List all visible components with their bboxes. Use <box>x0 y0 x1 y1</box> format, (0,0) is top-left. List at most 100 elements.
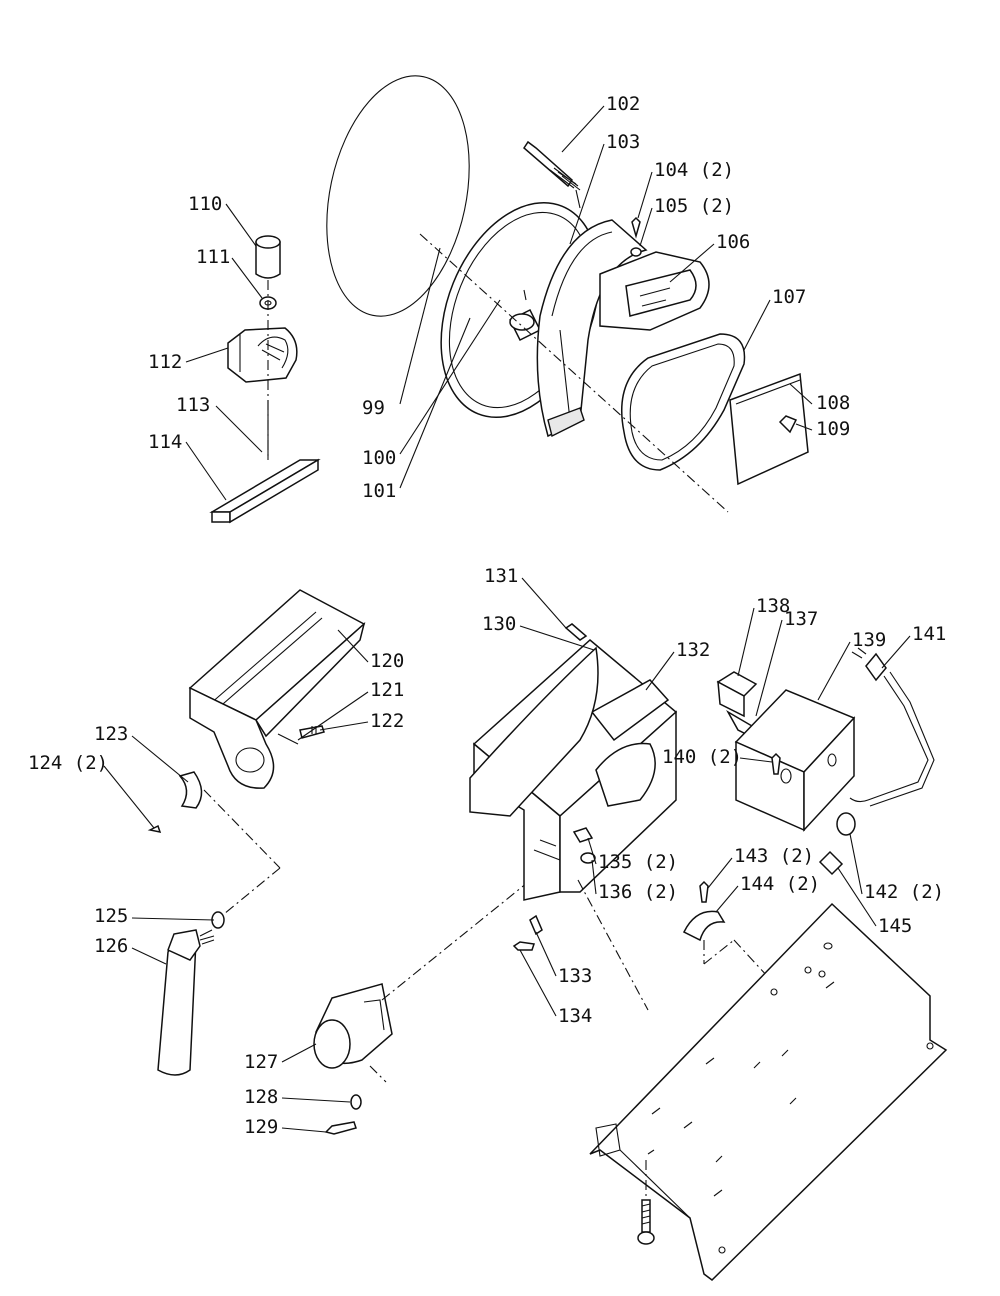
leader-line <box>215 405 263 453</box>
callout-text: 130 <box>482 613 516 635</box>
leader-line <box>185 347 229 363</box>
leader-line <box>131 735 189 783</box>
callout-134: 134 <box>519 949 592 1027</box>
miter-bar-114 <box>209 458 321 524</box>
leader-line <box>281 1097 351 1103</box>
wing-nut-109 <box>778 415 798 434</box>
callout-text: 103 <box>606 131 640 153</box>
callout-125: 125 <box>94 905 215 927</box>
leader-line <box>535 931 557 977</box>
washer-105 <box>630 247 642 257</box>
leader-line <box>737 607 755 677</box>
screw-124 <box>147 824 162 833</box>
callout-131: 131 <box>484 565 567 629</box>
callout-text: 129 <box>244 1116 278 1138</box>
callout-111: 111 <box>196 246 263 299</box>
leader-line <box>881 635 911 669</box>
callout-text: 142 (2) <box>864 881 944 903</box>
nut-135 <box>572 827 594 843</box>
callout-text: 109 <box>816 418 850 440</box>
leader-line <box>297 691 369 741</box>
callout-text: 110 <box>188 193 222 215</box>
callout-123: 123 <box>94 723 189 783</box>
leader-line <box>587 837 597 865</box>
axis-line-table <box>203 789 281 869</box>
belt-107 <box>621 333 746 471</box>
callout-text: 123 <box>94 723 128 745</box>
screw-129 <box>324 1121 357 1135</box>
callout-113: 113 <box>176 394 263 453</box>
screw-134 <box>512 941 535 951</box>
callout-text: 112 <box>148 351 182 373</box>
strain-relief-133 <box>529 914 543 936</box>
callout-135: 135 (2) <box>587 837 678 873</box>
axis-line-port-2 <box>369 1065 387 1083</box>
callout-text: 122 <box>370 710 404 732</box>
leader-line <box>131 917 215 921</box>
leader-line <box>849 833 863 895</box>
leader-line <box>789 383 813 405</box>
callout-138: 138 <box>737 595 790 677</box>
callout-140: 140 (2) <box>662 746 773 768</box>
leader-line <box>591 859 597 895</box>
leader-line <box>645 651 675 691</box>
callout-text: 101 <box>362 480 396 502</box>
miter-gauge-body-112 <box>227 327 298 383</box>
callout-109: 109 <box>795 418 850 440</box>
callout-103: 103 <box>569 131 640 245</box>
callout-text: 141 <box>912 623 946 645</box>
leader-line <box>231 257 263 299</box>
callout-text: 143 (2) <box>734 845 814 867</box>
callout-text: 104 (2) <box>654 159 734 181</box>
callout-110: 110 <box>188 193 257 247</box>
callout-142: 142 (2) <box>849 833 944 903</box>
dust-port-127 <box>313 983 393 1069</box>
leader-line <box>185 441 227 501</box>
leader-102-stub <box>575 189 581 209</box>
leader-line <box>519 625 595 651</box>
callout-text: 107 <box>772 286 806 308</box>
callout-122: 122 <box>319 710 404 732</box>
callout-text: 145 <box>878 915 912 937</box>
leader-line <box>639 207 653 247</box>
screw-140 <box>771 752 781 775</box>
screw-131 <box>564 623 588 641</box>
leader-line <box>521 577 567 629</box>
callout-105: 105 (2) <box>639 195 734 247</box>
callout-127: 127 <box>244 1043 317 1073</box>
callout-text: 144 (2) <box>740 873 820 895</box>
belt-guard-plate-108 <box>729 372 809 486</box>
callout-text: 133 <box>558 965 592 987</box>
leader-line <box>739 757 773 763</box>
knob-110 <box>255 235 281 279</box>
callout-133: 133 <box>535 931 592 987</box>
leader-line <box>225 203 257 247</box>
callout-101: 101 <box>362 317 471 502</box>
callout-text: 120 <box>370 650 404 672</box>
leader-line <box>743 299 771 351</box>
leader-line <box>669 243 715 283</box>
callout-108: 108 <box>789 383 850 414</box>
callout-107: 107 <box>743 286 806 351</box>
callout-text: 105 (2) <box>654 195 734 217</box>
callout-text: 111 <box>196 246 230 268</box>
power-cord-141 <box>849 647 935 807</box>
leader-line <box>399 317 471 489</box>
callout-text: 127 <box>244 1051 278 1073</box>
callout-text: 134 <box>558 1005 592 1027</box>
callout-130: 130 <box>482 613 595 651</box>
callout-text: 124 (2) <box>28 752 108 774</box>
axis-line-base <box>577 879 649 1011</box>
callout-text: 99 <box>362 397 385 419</box>
callout-99: 99 <box>362 247 441 419</box>
callout-136: 136 (2) <box>591 859 678 903</box>
clamp-144 <box>682 910 726 942</box>
leader-line <box>795 423 813 431</box>
axis-line-port <box>381 865 549 1001</box>
pointer-121 <box>277 733 299 745</box>
leader-line <box>131 947 167 965</box>
axis-line-table-2 <box>223 867 281 915</box>
callout-text: 140 (2) <box>662 746 742 768</box>
screw-143 <box>699 880 709 903</box>
